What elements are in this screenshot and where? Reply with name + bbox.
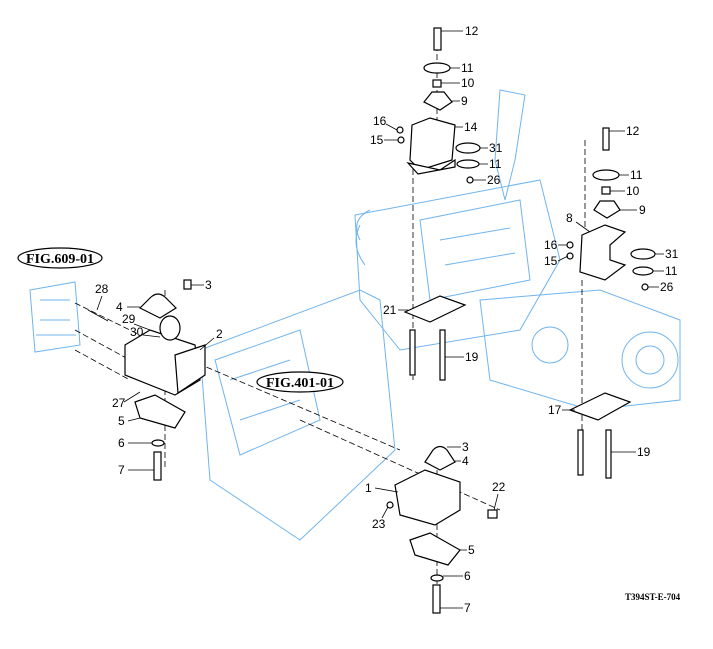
callout: 5: [118, 414, 125, 428]
fig-609-reference[interactable]: FIG.609-01: [17, 247, 103, 269]
drawing-code: T394ST-E-704: [625, 592, 681, 602]
left-mount-parts: [87, 279, 206, 481]
callout: 6: [118, 436, 125, 450]
left-callouts: 3 4 28 29 30 2 27 5 6 7: [95, 278, 223, 477]
callout: 26: [487, 173, 501, 187]
callout: 10: [461, 76, 475, 90]
callout: 16: [544, 238, 558, 252]
callout: 19: [637, 445, 651, 459]
callout: 11: [665, 264, 678, 278]
callout: 6: [464, 569, 471, 583]
callout: 3: [205, 278, 212, 292]
svg-text:FIG.609-01[interactable]: FIG.609-01: [26, 252, 94, 267]
fig-401-reference[interactable]: FIG.401-01: [256, 371, 344, 393]
callout: 3: [462, 440, 469, 454]
transmission-housing-outline: [29, 89, 681, 541]
callout: 4: [462, 454, 469, 468]
callout: 12: [465, 24, 479, 38]
callout: 19: [465, 350, 479, 364]
callout: 9: [461, 94, 468, 108]
assembly-centerlines: [74, 45, 586, 600]
callout: 2: [216, 327, 223, 341]
callout: 5: [468, 543, 475, 557]
callout: 7: [118, 463, 125, 477]
callout: 9: [639, 203, 646, 217]
callout: 29: [122, 312, 136, 326]
callout: 28: [95, 282, 109, 296]
svg-text:FIG.401-01[interactable]: FIG.401-01: [266, 376, 334, 391]
leader-lines: [96, 30, 664, 609]
callout: 23: [372, 517, 386, 531]
callout: 31: [665, 247, 679, 261]
callout: 30: [130, 325, 144, 339]
callout: 12: [626, 124, 640, 138]
right-mount-parts: [566, 127, 656, 479]
callout: 15: [544, 254, 558, 268]
callout: 7: [464, 601, 471, 615]
bottom-callouts: 3 4 1 22 23 5 6 7: [365, 440, 506, 615]
top-callouts: 12 11 10 9 14 16 15 31 11 26 21 19: [370, 24, 503, 364]
callout: 26: [660, 280, 674, 294]
callout: 8: [566, 211, 573, 225]
callout: 11: [461, 61, 474, 75]
callout: 14: [464, 120, 478, 134]
callout: 10: [626, 184, 640, 198]
callout: 31: [489, 141, 503, 155]
callout: 11: [489, 157, 502, 171]
callout: 11: [630, 168, 643, 182]
callout: 4: [116, 300, 123, 314]
top-mount-parts: [396, 27, 481, 381]
callout: 22: [492, 480, 506, 494]
callout: 21: [383, 303, 397, 317]
callout: 15: [370, 133, 384, 147]
bottom-mount-parts: [386, 445, 498, 614]
right-callouts: 12 11 10 9 8 16 15 31 11 26 17 19: [544, 124, 679, 459]
callout: 16: [373, 114, 387, 128]
callout: 17: [548, 403, 562, 417]
callout: 1: [365, 481, 372, 495]
callout: 27: [112, 396, 126, 410]
